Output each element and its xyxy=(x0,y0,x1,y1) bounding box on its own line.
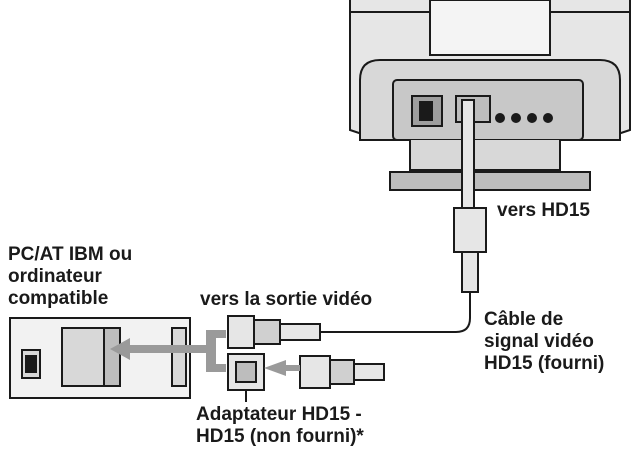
computer-box xyxy=(9,317,191,399)
monitor-rear xyxy=(349,0,631,191)
label-video-out: vers la sortie vidéo xyxy=(200,289,373,310)
signal-cable xyxy=(319,99,487,335)
adapter-connector xyxy=(227,353,385,402)
arrows xyxy=(110,330,300,376)
video-out-connector xyxy=(227,315,321,349)
label-to-hd15: vers HD15 xyxy=(497,200,590,221)
label-cable: Câble de signal vidéo HD15 (fourni) xyxy=(484,309,605,374)
label-computer: PC/AT IBM ou ordinateur compatible xyxy=(8,244,133,309)
label-adapter: Adaptateur HD15 - HD15 (non fourni)* xyxy=(196,404,364,447)
